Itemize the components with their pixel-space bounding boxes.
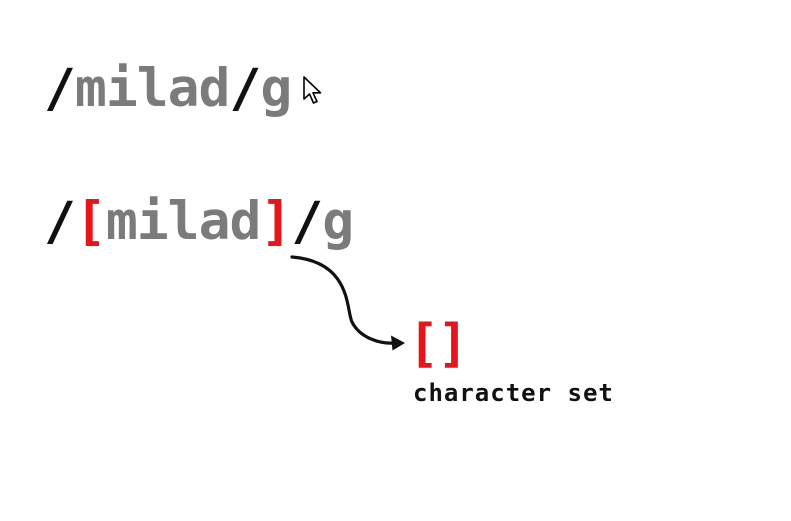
regex-global-flag: g [322, 191, 354, 252]
regex-with-character-set: /[milad]/g [44, 195, 354, 248]
regex-without-set: /milad/g [44, 62, 292, 115]
close-bracket: ] [260, 191, 292, 252]
regex-open-slash: / [44, 58, 76, 119]
open-bracket: [ [74, 191, 107, 252]
regex-open-slash: / [44, 191, 76, 252]
character-set-symbol: [] [408, 314, 469, 374]
regex-close-slash: / [291, 191, 323, 252]
regex-global-flag: g [260, 58, 292, 119]
mouse-pointer-icon [303, 76, 322, 104]
regex-close-slash: / [229, 58, 261, 119]
regex-pattern: milad [105, 191, 262, 252]
character-set-label: character set [413, 379, 614, 407]
regex-pattern: milad [74, 58, 231, 119]
